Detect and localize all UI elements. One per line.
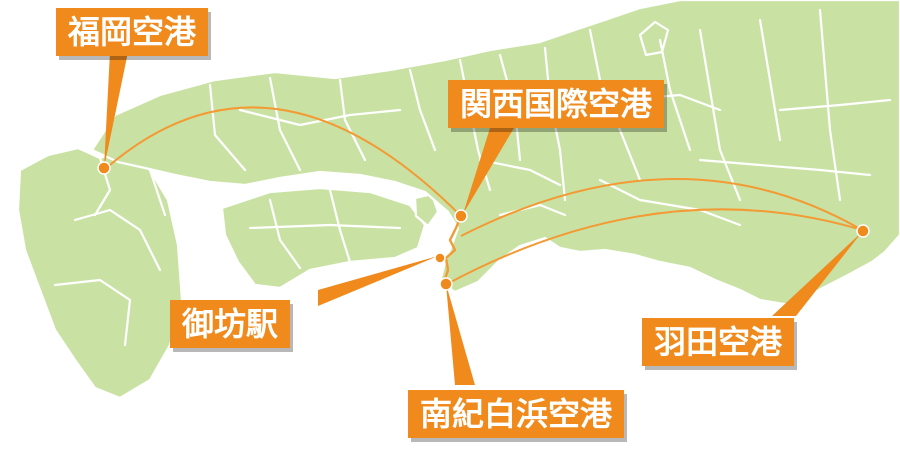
route-fukuoka-kansai	[103, 106, 462, 217]
pointer-shirahama	[446, 284, 475, 385]
pointer-gobo	[318, 256, 438, 306]
gobo-station-label: 御坊駅	[170, 300, 291, 348]
pointer-fukuoka	[104, 52, 128, 168]
route-haneda-kansai	[460, 177, 863, 237]
location-dots	[97, 161, 870, 291]
rail-line-kansai-shirahama	[442, 215, 463, 283]
prefecture-borders	[53, 8, 892, 347]
pointer-kansai	[463, 128, 514, 214]
fukuoka-airport-label: 福岡空港	[56, 8, 209, 56]
fukuoka-airport-marker	[97, 161, 111, 175]
kansai-airport-marker	[454, 209, 468, 223]
route-lines	[103, 106, 863, 285]
pointer-haneda	[772, 232, 862, 316]
gobo-station-marker	[434, 252, 446, 264]
route-haneda-shirahama	[446, 208, 863, 285]
callout-pointers	[104, 52, 862, 385]
nanki-shirahama-airport-marker	[439, 277, 453, 291]
nanki-shirahama-airport-label: 南紀白浜空港	[408, 390, 625, 438]
kyushu-island	[16, 146, 184, 400]
haneda-airport-label: 羽田空港	[642, 318, 795, 366]
kansai-airport-label: 関西国際空港	[448, 80, 665, 128]
haneda-airport-marker	[856, 224, 870, 238]
